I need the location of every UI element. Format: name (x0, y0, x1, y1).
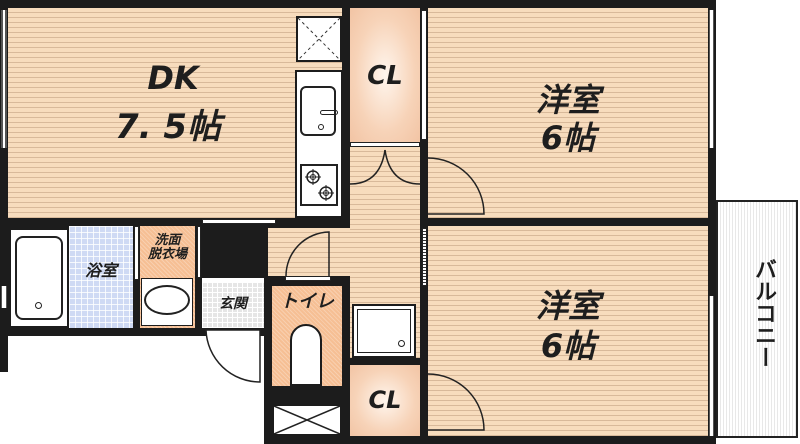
wall-room1-room2 (428, 218, 716, 226)
storage-x-icon (273, 405, 341, 435)
toilet-storage (272, 404, 342, 436)
fridge-space (296, 16, 342, 62)
washroom: 洗面 脱衣場 (140, 226, 195, 328)
bathroom-label: 浴室 (84, 261, 117, 280)
closet-top-label: CL (367, 61, 403, 91)
sliding-door-closet (421, 10, 427, 140)
room-dk: DK 7. 5帖 (8, 8, 342, 218)
washbasin (141, 278, 193, 326)
closet-top-doors (350, 142, 420, 190)
wall-dk-bottom (0, 218, 350, 228)
storage-unit (352, 304, 416, 358)
toilet-room: トイレ (272, 286, 342, 386)
sliding-door-room2 (422, 228, 427, 286)
western-room-1: 洋室 6帖 (428, 8, 708, 218)
entrance-door-swing (205, 329, 261, 383)
wall-dk-cl (342, 0, 350, 228)
washroom-label-1: 洗面 (154, 233, 181, 248)
toilet-door-swing (285, 231, 330, 278)
toilet-bowl (290, 324, 322, 386)
kitchen-counter (295, 70, 343, 218)
exterior-wall-top (0, 0, 716, 8)
hallway-upper (350, 190, 420, 230)
exterior-wall-bottom (264, 436, 716, 444)
stove-icon (300, 164, 338, 206)
dk-bottom-door (202, 219, 276, 224)
entrance-label: 玄関 (219, 296, 247, 312)
western-room-2-size: 6帖 (540, 327, 596, 365)
room-dk-size: 7. 5帖 (114, 107, 222, 147)
closet-bottom: CL (350, 365, 420, 437)
western-room-2: 洋室 6帖 (428, 226, 708, 436)
balcony-window (709, 296, 714, 436)
washroom-door (197, 226, 201, 278)
window-dk-left (1, 10, 7, 148)
door-swing-room2 (428, 373, 485, 431)
western-room-2-name: 洋室 (535, 287, 600, 325)
toilet-door (285, 276, 331, 281)
bath-door (134, 226, 139, 280)
entrance: 玄関 (202, 278, 264, 328)
window-room1-right (709, 10, 714, 148)
closet-top: CL (350, 8, 420, 142)
western-room-1-size: 6帖 (540, 119, 596, 157)
sink-icon (300, 86, 338, 136)
toilet-label: トイレ (280, 291, 334, 312)
washroom-label-2: 脱衣場 (147, 247, 187, 262)
room-dk-name: DK (147, 59, 199, 97)
fridge-x-icon (297, 17, 341, 61)
bathtub (9, 228, 69, 328)
western-room-1-name: 洋室 (535, 81, 600, 119)
wall-cl-room1 (420, 0, 428, 444)
closet-bottom-label: CL (368, 386, 402, 414)
window-bath (1, 286, 7, 308)
exterior-wall-left (0, 0, 8, 372)
balcony: バルコニー (716, 200, 798, 438)
balcony-label: バルコニー (751, 258, 776, 368)
bathroom: 浴室 (69, 226, 133, 328)
door-swing-room1 (428, 157, 485, 215)
